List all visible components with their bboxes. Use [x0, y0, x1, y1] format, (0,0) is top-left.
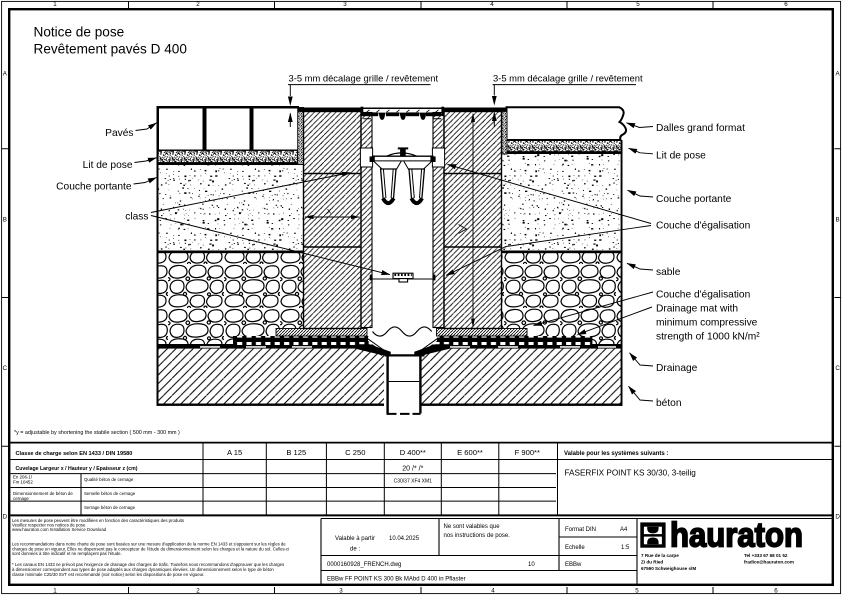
svg-text:3: 3: [343, 1, 347, 8]
svg-text:Couche d'égalisation: Couche d'égalisation: [656, 221, 750, 232]
svg-text:A: A: [3, 71, 8, 78]
svg-text:Valable pour les systèmes suiv: Valable pour les systèmes suivants :: [564, 451, 668, 457]
svg-text:F 900**: F 900**: [515, 448, 540, 457]
svg-text:Ne sont valables que: Ne sont valables que: [444, 524, 501, 530]
svg-text:Couche portante: Couche portante: [56, 182, 132, 193]
svg-text:B 125: B 125: [286, 448, 306, 457]
svg-text:C 250: C 250: [345, 448, 365, 457]
svg-text:C: C: [3, 365, 8, 372]
svg-text:à dimensionner correspondent a: à dimensionner correspondent aux types d…: [12, 567, 274, 572]
svg-text:cernage: cernage: [13, 496, 29, 501]
svg-text:En 206-1/: En 206-1/: [13, 475, 33, 480]
svg-text:* Les canaux EN 1433 ne prévoi: * Les canaux EN 1433 ne prévoit pas l'ex…: [12, 562, 284, 567]
svg-text:C30/37 XF4 XM1: C30/37 XF4 XM1: [394, 479, 433, 485]
svg-text:A4: A4: [620, 527, 628, 533]
svg-text:Serrage béton de cernage: Serrage béton de cernage: [84, 505, 136, 510]
svg-text:Couche portante: Couche portante: [656, 194, 732, 205]
svg-text:0000160928_FRENCH.dwg: 0000160928_FRENCH.dwg: [327, 562, 401, 568]
svg-text:D 400**: D 400**: [400, 448, 426, 457]
svg-text:4: 4: [491, 588, 495, 595]
svg-text:D: D: [835, 514, 840, 521]
svg-text:3: 3: [339, 588, 343, 595]
svg-text:Drainage mat with: Drainage mat with: [656, 304, 738, 315]
svg-text:67590 Schweighouse s/M: 67590 Schweighouse s/M: [641, 566, 696, 571]
svg-text:EBBw: EBBw: [565, 562, 582, 568]
svg-text:2: 2: [196, 1, 200, 8]
svg-text:Classe de charge selon EN 1433: Classe de charge selon EN 1433 / DIN 195…: [16, 451, 133, 457]
svg-text:Drainage: Drainage: [656, 363, 698, 374]
svg-text:nos instructions de pose.: nos instructions de pose.: [444, 533, 511, 539]
svg-text:1:5: 1:5: [621, 545, 630, 551]
svg-text:Echelle: Echelle: [565, 545, 585, 551]
svg-text:de :: de :: [350, 546, 360, 552]
svg-text:Tel +333 67 68 01 52: Tel +333 67 68 01 52: [744, 553, 788, 558]
svg-text:Couche d'égalisation: Couche d'égalisation: [656, 290, 750, 301]
svg-text:minimum compressive: minimum compressive: [656, 318, 758, 329]
svg-text:béton: béton: [656, 398, 682, 409]
svg-text:Cuvelage Largeur x / Hauteur: Cuvelage Largeur x / Hauteur y / Epaisse…: [16, 466, 138, 472]
svg-text:Fm 10452: Fm 10452: [13, 480, 33, 485]
svg-text:6: 6: [784, 1, 788, 8]
svg-text:3-5 mm décalage grille / revêt: 3-5 mm décalage grille / revêtement: [289, 73, 439, 84]
svg-text:Dimensionnement de béton de: Dimensionnement de béton de: [13, 491, 73, 496]
svg-text:Valable à partir: Valable à partir: [335, 536, 375, 542]
svg-text:Semelle béton de cernage: Semelle béton de cernage: [84, 491, 136, 496]
svg-text:B: B: [836, 217, 840, 224]
svg-text:10: 10: [528, 562, 535, 568]
svg-text:A: A: [836, 71, 841, 78]
svg-text:sont données à titre indicatif: sont données à titre indicatif et ne rem…: [12, 551, 122, 556]
svg-text:3-5 mm décalage grille / revêt: 3-5 mm décalage grille / revêtement: [493, 73, 643, 84]
svg-text:Lit de pose: Lit de pose: [656, 151, 706, 162]
svg-text:ZI du Ried: ZI du Ried: [641, 559, 663, 564]
svg-text:www.hauraton.com Installation: www.hauraton.com Installation Service Do…: [12, 527, 107, 532]
svg-text:E 600**: E 600**: [457, 448, 483, 457]
svg-text:Pavés: Pavés: [105, 128, 133, 139]
svg-text:10.04.2025: 10.04.2025: [389, 536, 420, 542]
svg-text:1: 1: [53, 588, 57, 595]
svg-text:FASERFIX POINT KS 30/30, 3-te: FASERFIX POINT KS 30/30, 3-teilig: [565, 468, 697, 477]
svg-text:7 Rue de la carpe: 7 Rue de la carpe: [641, 553, 679, 558]
svg-text:Revêtement pavés D 400: Revêtement pavés D 400: [34, 42, 188, 57]
svg-text:x: x: [327, 206, 332, 216]
svg-text:5: 5: [636, 1, 640, 8]
svg-text:fradice@hauraton.com: fradice@hauraton.com: [744, 559, 794, 564]
svg-text:Veuillez respecter nos notices: Veuillez respecter nos notices de pose: [12, 523, 86, 528]
svg-text:Format DIN: Format DIN: [565, 527, 596, 533]
svg-text:Qualité béton de cernage: Qualité béton de cernage: [84, 477, 134, 482]
svg-text:classe minimale C25/30 SVT est: classe minimale C25/30 SVT est recommand…: [12, 572, 204, 577]
svg-text:B: B: [3, 217, 7, 224]
svg-text:charges de pose en vigueur. El: charges de pose en vigueur. Elles ne dis…: [12, 546, 289, 551]
svg-text:1: 1: [53, 1, 57, 8]
svg-text:Lit de pose: Lit de pose: [83, 160, 133, 171]
svg-text:Dalles grand format: Dalles grand format: [656, 123, 745, 134]
svg-text:20 /* /*: 20 /* /*: [402, 465, 423, 472]
svg-text:4: 4: [490, 1, 494, 8]
svg-text:strength of 1000 kN/m²: strength of 1000 kN/m²: [656, 332, 760, 343]
svg-text:A 15: A 15: [227, 448, 242, 457]
svg-text:Notice de pose: Notice de pose: [34, 25, 125, 40]
svg-text:hauraton: hauraton: [670, 517, 803, 555]
svg-text:2: 2: [196, 588, 200, 595]
svg-text:6: 6: [774, 588, 778, 595]
svg-text:Les recommandations dans notre: Les recommandations dans notre charte de…: [12, 542, 286, 547]
svg-text:sable: sable: [656, 267, 681, 278]
svg-text:class: class: [125, 212, 148, 223]
svg-text:*y = adjustable by shortening: *y = adjustable by shortening the stabil…: [14, 430, 180, 436]
svg-text:C: C: [835, 365, 840, 372]
svg-text:D: D: [3, 514, 8, 521]
svg-text:EBBw FF POINT KS 300 Bk MAbd: EBBw FF POINT KS 300 Bk MAbd D 400 in Pf…: [327, 577, 466, 583]
svg-text:Les mesures de pose peuvent êt: Les mesures de pose peuvent être modifié…: [12, 518, 184, 523]
svg-text:5: 5: [635, 588, 639, 595]
